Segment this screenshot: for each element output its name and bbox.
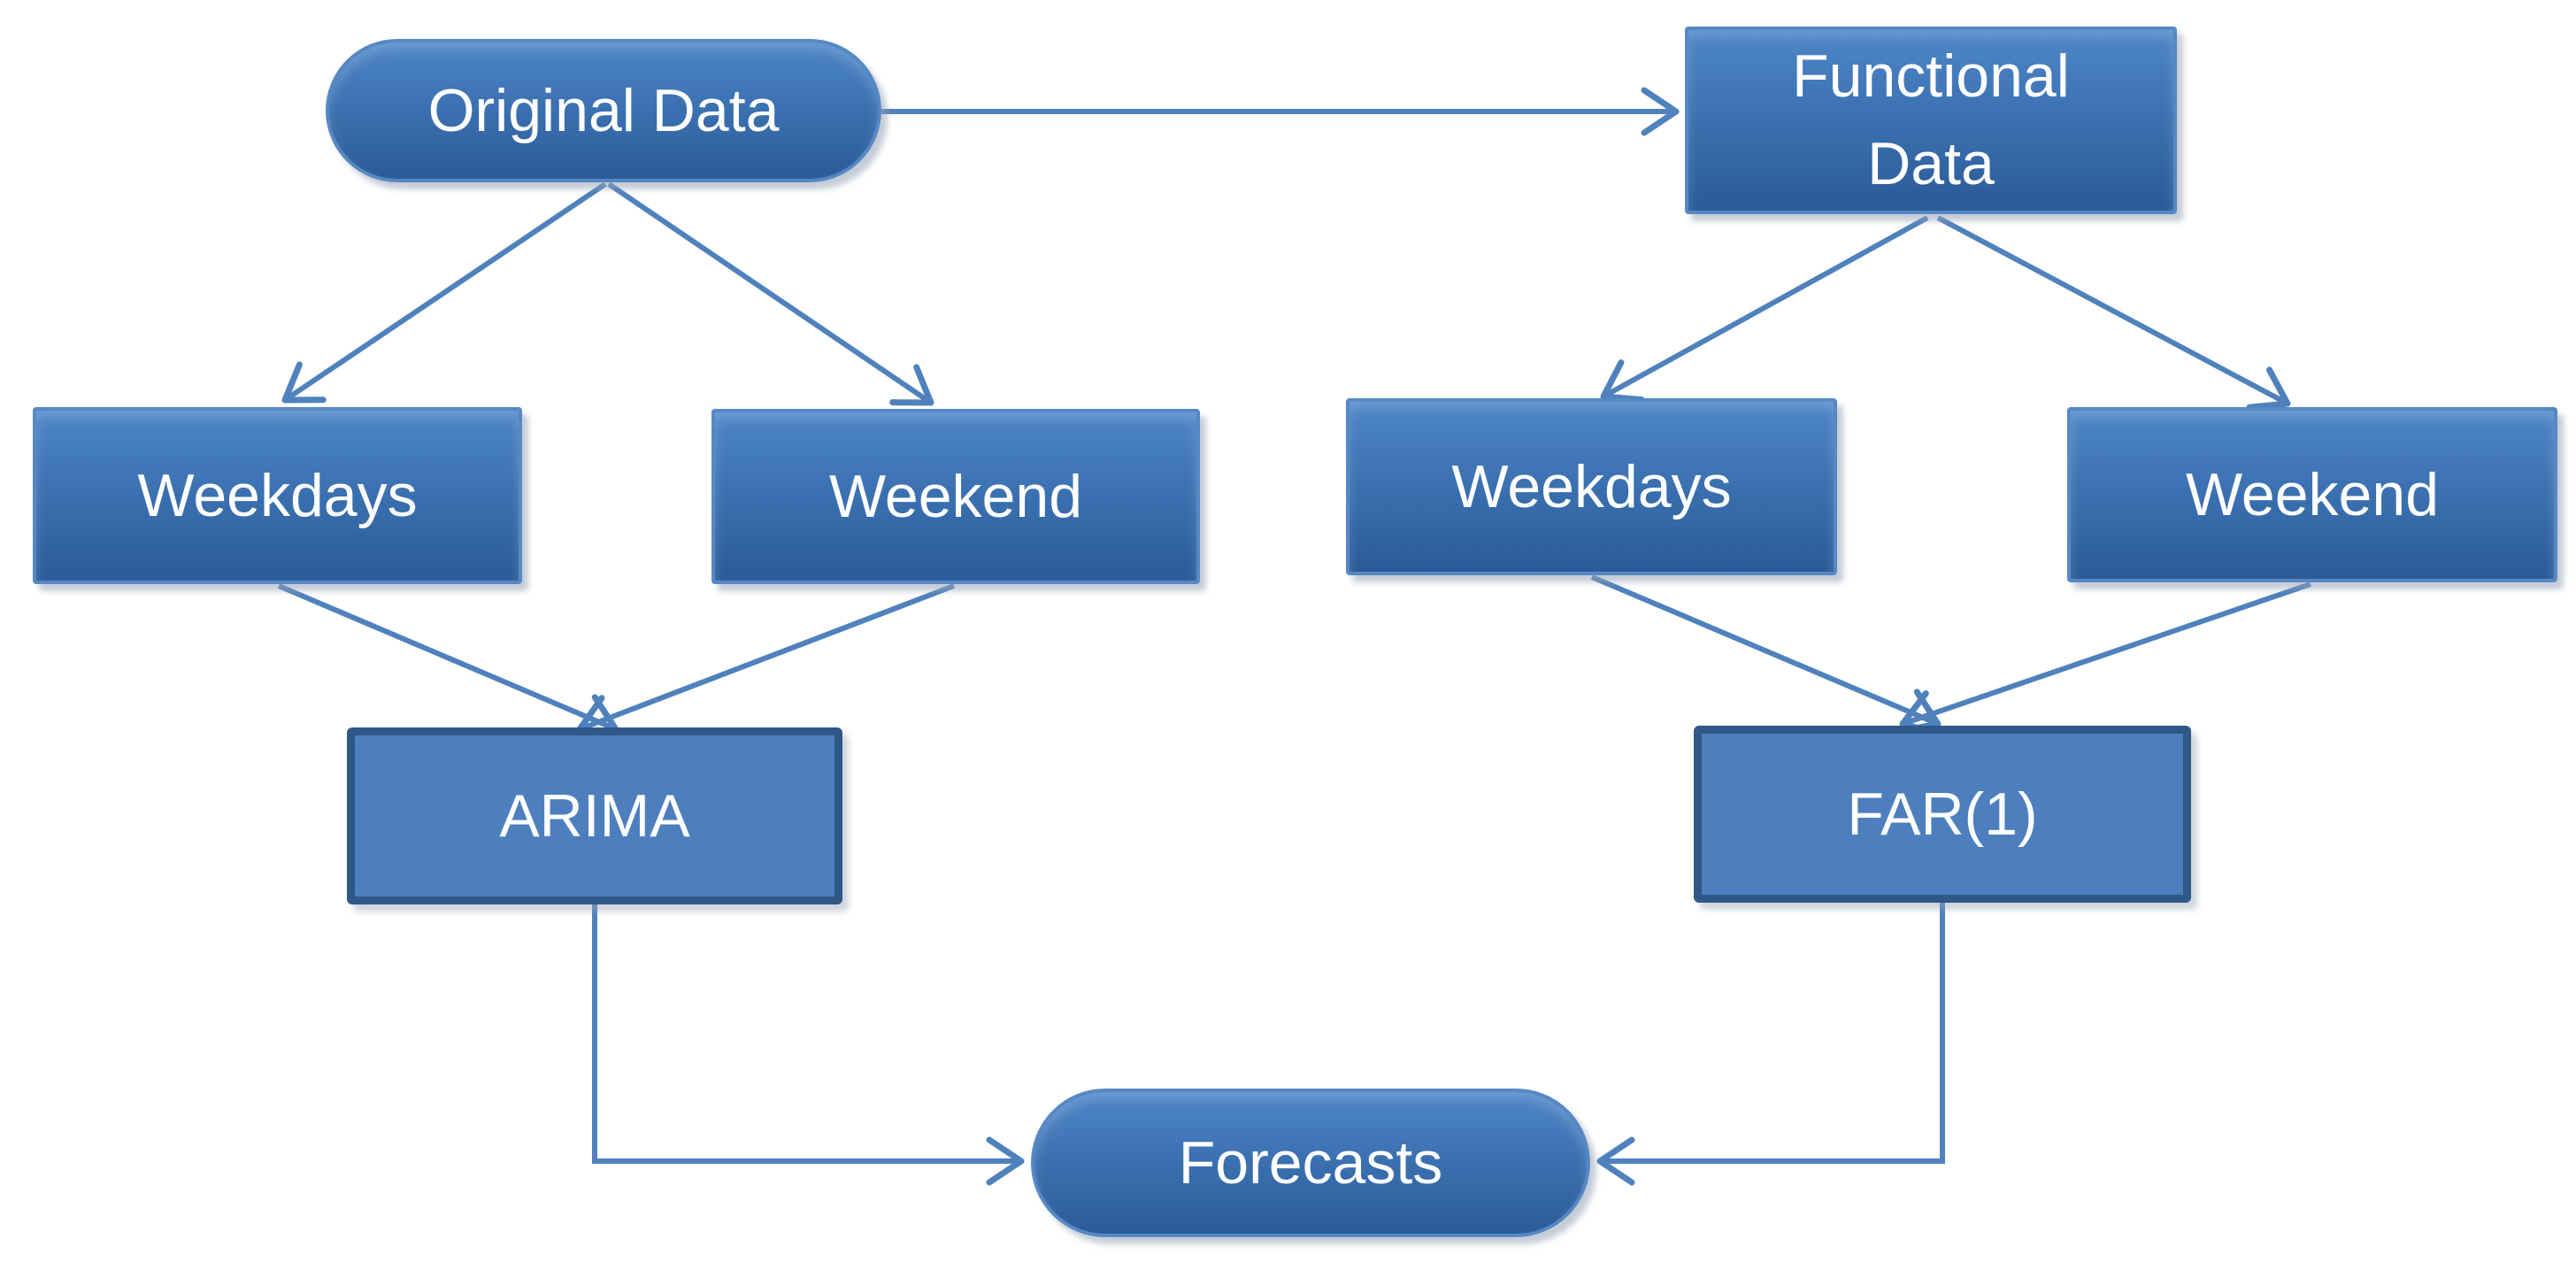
edge-functional-to-weekdays (1600, 215, 1929, 404)
node-original-data-label: Original Data (427, 76, 780, 144)
node-weekend-functional-label: Weekend (2185, 460, 2440, 528)
node-weekend-original-label: Weekend (828, 462, 1083, 530)
node-weekend-original: Weekend (711, 409, 1200, 584)
edge-arima-to-forecasts (592, 904, 1025, 1186)
edge-weekdays-to-far1 (1590, 574, 1942, 735)
node-functional-data-label: Functional Data (1792, 42, 2070, 197)
edge-functional-to-weekend (1936, 215, 2291, 411)
node-arima-label: ARIMA (499, 781, 690, 850)
node-forecasts-label: Forecasts (1178, 1128, 1443, 1197)
node-weekdays-original-label: Weekdays (137, 461, 418, 529)
node-arima: ARIMA (347, 727, 842, 904)
node-weekdays-functional-label: Weekdays (1451, 452, 1732, 520)
node-original-data: Original Data (326, 39, 881, 182)
edge-weekdays-to-arima (277, 583, 619, 740)
edge-weekend-to-arima (576, 583, 956, 742)
edge-weekend-to-far1 (1899, 581, 2311, 737)
node-weekdays-original: Weekdays (33, 407, 522, 584)
node-forecasts: Forecasts (1031, 1089, 1590, 1237)
node-far1-label: FAR(1) (1847, 780, 2038, 848)
node-weekdays-functional: Weekdays (1346, 398, 1837, 575)
node-functional-data: Functional Data (1685, 27, 2177, 214)
node-weekend-functional: Weekend (2067, 407, 2557, 582)
edge-original-to-weekend (607, 181, 934, 406)
edge-far1-to-forecasts (1596, 903, 1945, 1186)
node-far1: FAR(1) (1694, 726, 2191, 903)
edge-original-to-weekdays (281, 181, 607, 404)
